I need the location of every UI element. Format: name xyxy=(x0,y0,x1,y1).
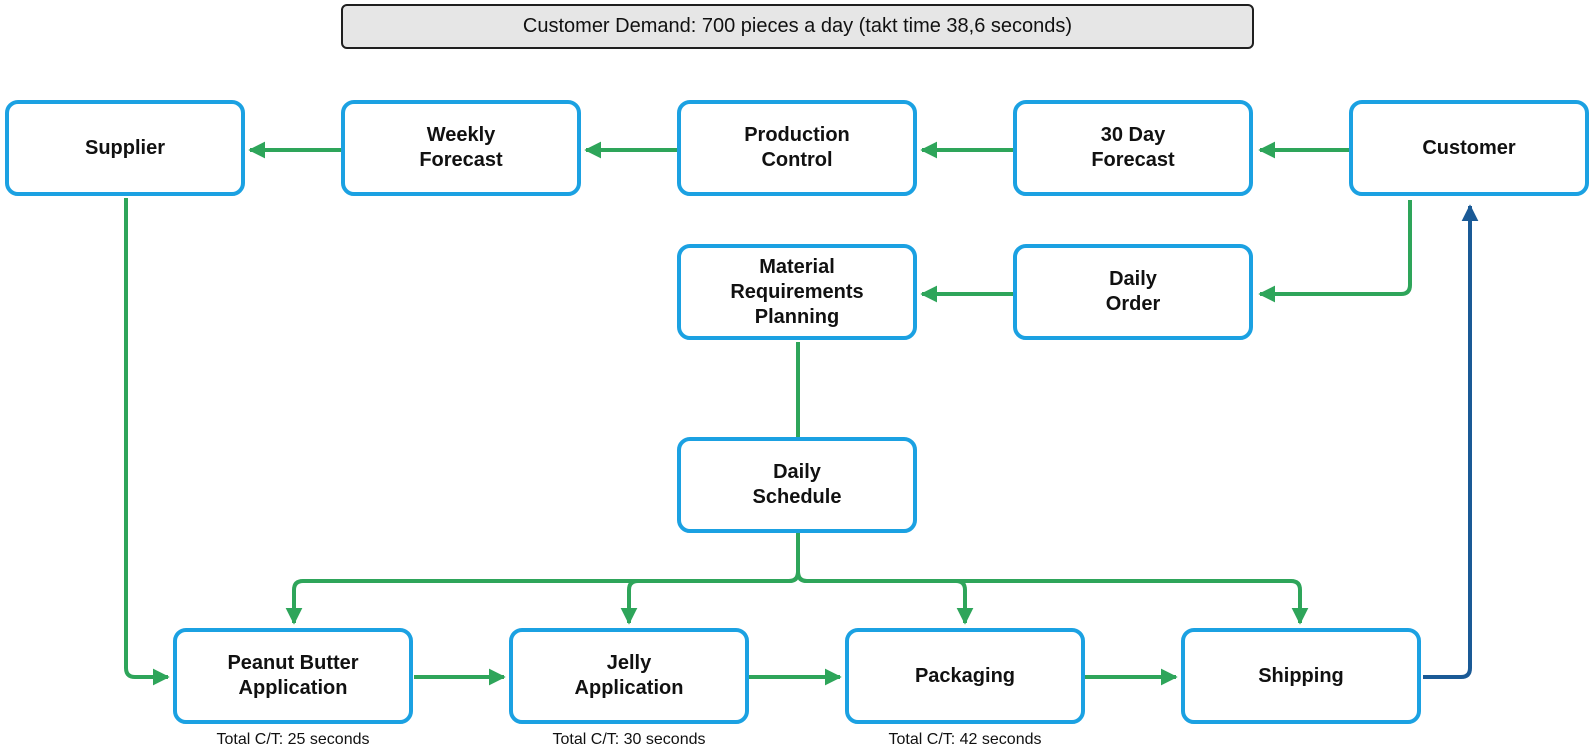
jelly-cycle-time: Total C/T: 30 seconds xyxy=(552,731,706,748)
supplier-box: Supplier xyxy=(5,100,245,196)
packaging-box: Packaging xyxy=(845,628,1085,724)
arrow-schedule-to-jelly xyxy=(620,571,800,625)
mrp-box: Material Requirements Planning xyxy=(677,244,917,340)
daily-order-box: Daily Order xyxy=(1013,244,1253,340)
peanut-butter-application-box: Peanut Butter Application xyxy=(173,628,413,724)
jelly-application-box: Jelly Application xyxy=(509,628,749,724)
daily-schedule-box: Daily Schedule xyxy=(677,437,917,533)
shipping-box: Shipping xyxy=(1181,628,1421,724)
arrow-shipping-to-customer xyxy=(1423,204,1479,679)
30-day-forecast-box: 30 Day Forecast xyxy=(1013,100,1253,196)
arrow-supplier-to-peanut-butter xyxy=(124,198,170,686)
arrow-schedule-to-shipping xyxy=(796,571,1309,625)
customer-demand-banner: Customer Demand: 700 pieces a day (takt … xyxy=(341,4,1254,49)
peanut-butter-cycle-time: Total C/T: 25 seconds xyxy=(216,731,370,748)
weekly-forecast-box: Weekly Forecast xyxy=(341,100,581,196)
packaging-cycle-time: Total C/T: 42 seconds xyxy=(888,731,1042,748)
production-control-box: Production Control xyxy=(677,100,917,196)
arrow-schedule-to-peanut-butter xyxy=(285,533,800,625)
customer-box: Customer xyxy=(1349,100,1589,196)
arrow-customer-to-daily-order xyxy=(1258,200,1412,303)
